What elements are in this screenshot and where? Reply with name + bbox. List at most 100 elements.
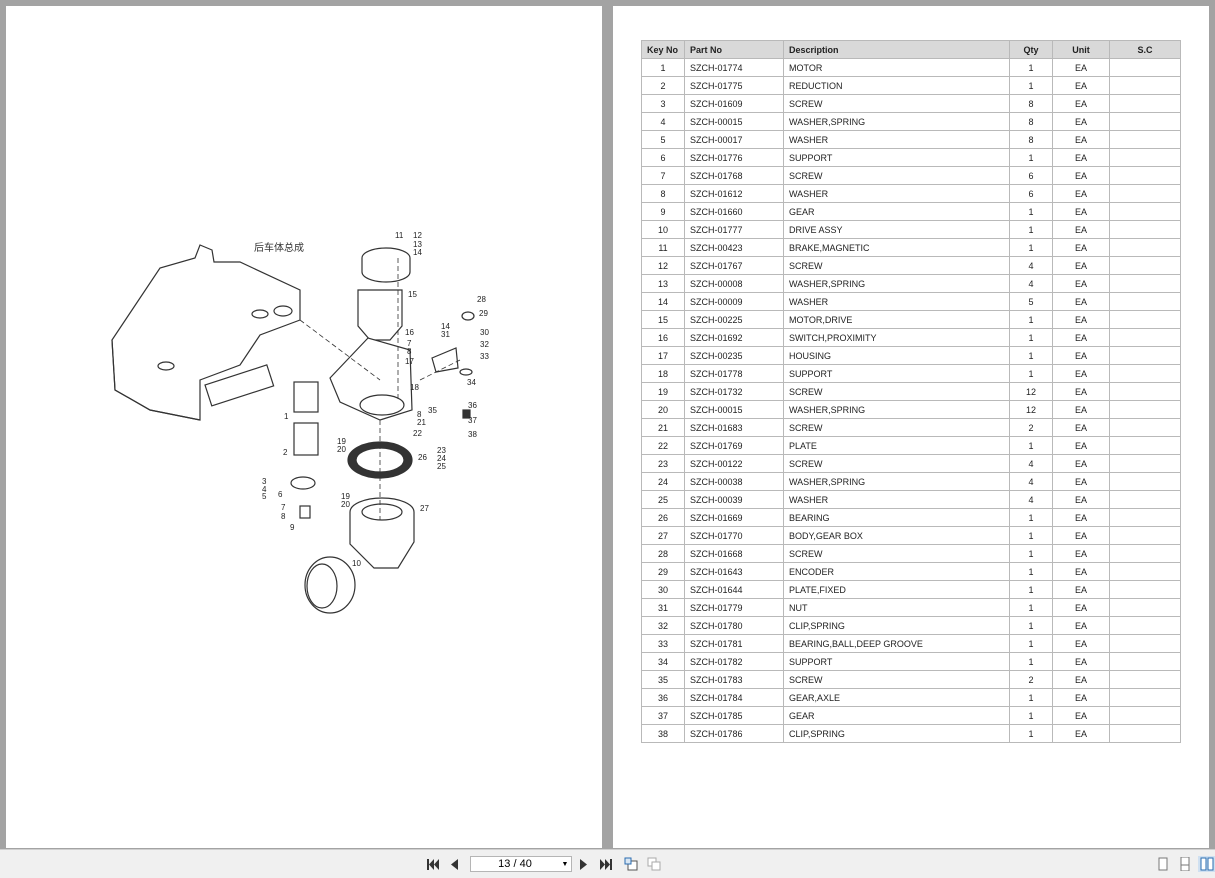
last-page-button[interactable] (599, 856, 613, 872)
first-page-button[interactable] (426, 856, 440, 872)
key-no-cell: 20 (641, 400, 685, 419)
qty-cell: 8 (1009, 112, 1053, 131)
fit-page-button[interactable] (623, 856, 639, 872)
sc-cell (1109, 76, 1181, 95)
sc-cell (1109, 130, 1181, 149)
callout-label: 37 (468, 416, 477, 425)
key-no-cell: 5 (641, 130, 685, 149)
sc-cell (1109, 598, 1181, 617)
callout-label: 10 (352, 559, 361, 568)
page-number-select[interactable]: 13 / 40 ▼ (470, 856, 572, 872)
description-cell: WASHER (783, 292, 1010, 311)
continuous-view-button[interactable] (1178, 856, 1192, 872)
qty-cell: 1 (1009, 58, 1053, 77)
qty-cell: 1 (1009, 598, 1053, 617)
qty-cell: 1 (1009, 616, 1053, 635)
callout-label: 38 (468, 430, 477, 439)
next-page-button[interactable] (578, 856, 590, 872)
key-no-cell: 29 (641, 562, 685, 581)
unit-cell: EA (1052, 454, 1110, 473)
key-no-cell: 33 (641, 634, 685, 653)
description-cell: SWITCH,PROXIMITY (783, 328, 1010, 347)
qty-cell: 1 (1009, 526, 1053, 545)
next-page-icon (580, 858, 587, 870)
description-cell: BODY,GEAR BOX (783, 526, 1010, 545)
assembly-label: 后车体总成 (254, 241, 304, 254)
qty-cell: 1 (1009, 580, 1053, 599)
callout-label: 27 (420, 504, 429, 513)
qty-cell: 1 (1009, 508, 1053, 527)
unit-cell: EA (1052, 364, 1110, 383)
unit-cell: EA (1052, 670, 1110, 689)
callout-label: 34 (467, 378, 476, 387)
qty-cell: 2 (1009, 670, 1053, 689)
sc-cell (1109, 274, 1181, 293)
two-page-view-icon (1200, 857, 1213, 871)
callout-label: 31 (441, 330, 450, 339)
part-no-cell: SZCH-00017 (684, 130, 784, 149)
qty-cell: 1 (1009, 202, 1053, 221)
part-no-cell: SZCH-01776 (684, 148, 784, 167)
callout-label: 12 (413, 231, 422, 240)
unit-cell: EA (1052, 382, 1110, 401)
unit-cell: EA (1052, 328, 1110, 347)
sc-cell (1109, 688, 1181, 707)
unit-cell: EA (1052, 418, 1110, 437)
description-cell: CLIP,SPRING (783, 616, 1010, 635)
single-page-view-button[interactable] (1156, 856, 1170, 872)
qty-cell: 1 (1009, 688, 1053, 707)
description-cell: SCREW (783, 670, 1010, 689)
sc-cell (1109, 346, 1181, 365)
prev-page-button[interactable] (448, 856, 460, 872)
description-cell: WASHER (783, 130, 1010, 149)
part-no-cell: SZCH-01780 (684, 616, 784, 635)
sc-cell (1109, 634, 1181, 653)
sc-cell (1109, 328, 1181, 347)
description-cell: SCREW (783, 418, 1010, 437)
part-no-cell: SZCH-00225 (684, 310, 784, 329)
unit-cell: EA (1052, 724, 1110, 743)
callout-label: 19 (337, 437, 346, 446)
sc-cell (1109, 148, 1181, 167)
callout-label: 20 (337, 445, 346, 454)
key-no-cell: 35 (641, 670, 685, 689)
callout-label: 33 (480, 352, 489, 361)
part-no-cell: SZCH-01786 (684, 724, 784, 743)
two-page-view-button[interactable] (1198, 856, 1215, 872)
key-no-cell: 16 (641, 328, 685, 347)
description-cell: SUPPORT (783, 148, 1010, 167)
qty-cell: 1 (1009, 76, 1053, 95)
description-cell: SCREW (783, 382, 1010, 401)
table-header-row: Key No Part No Description Qty Unit S.C (641, 40, 1181, 59)
qty-cell: 1 (1009, 544, 1053, 563)
description-cell: HOUSING (783, 346, 1010, 365)
qty-cell: 5 (1009, 292, 1053, 311)
description-cell: WASHER,SPRING (783, 274, 1010, 293)
copy-page-button[interactable] (646, 856, 662, 872)
callout-label: 5 (262, 492, 267, 501)
key-no-cell: 10 (641, 220, 685, 239)
unit-cell: EA (1052, 166, 1110, 185)
description-cell: WASHER,SPRING (783, 112, 1010, 131)
description-cell: DRIVE ASSY (783, 220, 1010, 239)
qty-cell: 1 (1009, 652, 1053, 671)
description-cell: GEAR (783, 706, 1010, 725)
callout-label: 8 (417, 410, 422, 419)
part-no-cell: SZCH-01683 (684, 418, 784, 437)
key-no-cell: 2 (641, 76, 685, 95)
key-no-cell: 6 (641, 148, 685, 167)
qty-cell: 6 (1009, 166, 1053, 185)
part-no-cell: SZCH-01612 (684, 184, 784, 203)
